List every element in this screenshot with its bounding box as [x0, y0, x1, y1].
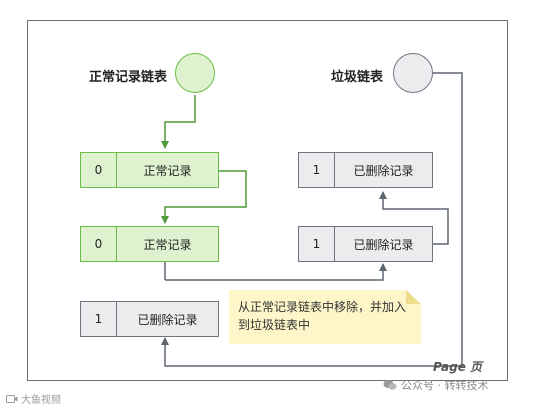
- page-frame: [27, 20, 508, 381]
- garbage-record-middle: 1 已删除记录: [298, 226, 433, 262]
- arrow-garbage-head-to-deleted: [161, 72, 463, 367]
- record-label: 已删除记录: [353, 163, 414, 178]
- record-flag: 1: [81, 302, 117, 336]
- record-label: 已删除记录: [353, 237, 414, 252]
- record-flag: 0: [81, 153, 117, 187]
- normal-record-2: 0 正常记录: [80, 226, 219, 262]
- record-label: 已删除记录: [137, 312, 198, 327]
- record-flag: 1: [299, 153, 335, 187]
- garbage-list-head-node: [393, 53, 433, 93]
- garbage-record-top: 1 已删除记录: [298, 152, 433, 188]
- garbage-list-label: 垃圾链表: [331, 70, 384, 85]
- arrow-deleted-to-garbage-middle: [165, 263, 387, 281]
- record-flag: 1: [299, 227, 335, 261]
- record-label: 正常记录: [143, 237, 192, 252]
- record-flag: 0: [81, 227, 117, 261]
- normal-list-label: 正常记录链表: [89, 70, 168, 85]
- watermark-left: 大鱼视频: [6, 391, 61, 406]
- wechat-icon: [383, 380, 397, 390]
- watermark-left-text: 大鱼视频: [21, 395, 61, 406]
- watermark-right: 公众号 · 转转技术: [383, 377, 489, 393]
- arrow-garbage-middle-to-top: [379, 191, 449, 245]
- video-icon: [6, 394, 18, 403]
- arrow-normal-head-to-record-1: [161, 95, 196, 149]
- page-label: Page 页: [433, 360, 483, 374]
- normal-record-1: 0 正常记录: [80, 152, 219, 188]
- arrow-normal-record-1-to-record-2: [161, 170, 247, 224]
- annotation-note: 从正常记录链表中移除，并加入到垃圾链表中: [229, 290, 421, 344]
- normal-list-head-node: [175, 53, 215, 93]
- deleted-record-moving: 1 已删除记录: [80, 301, 219, 337]
- watermark-right-text: 公众号 · 转转技术: [401, 379, 489, 392]
- record-label: 正常记录: [143, 163, 192, 178]
